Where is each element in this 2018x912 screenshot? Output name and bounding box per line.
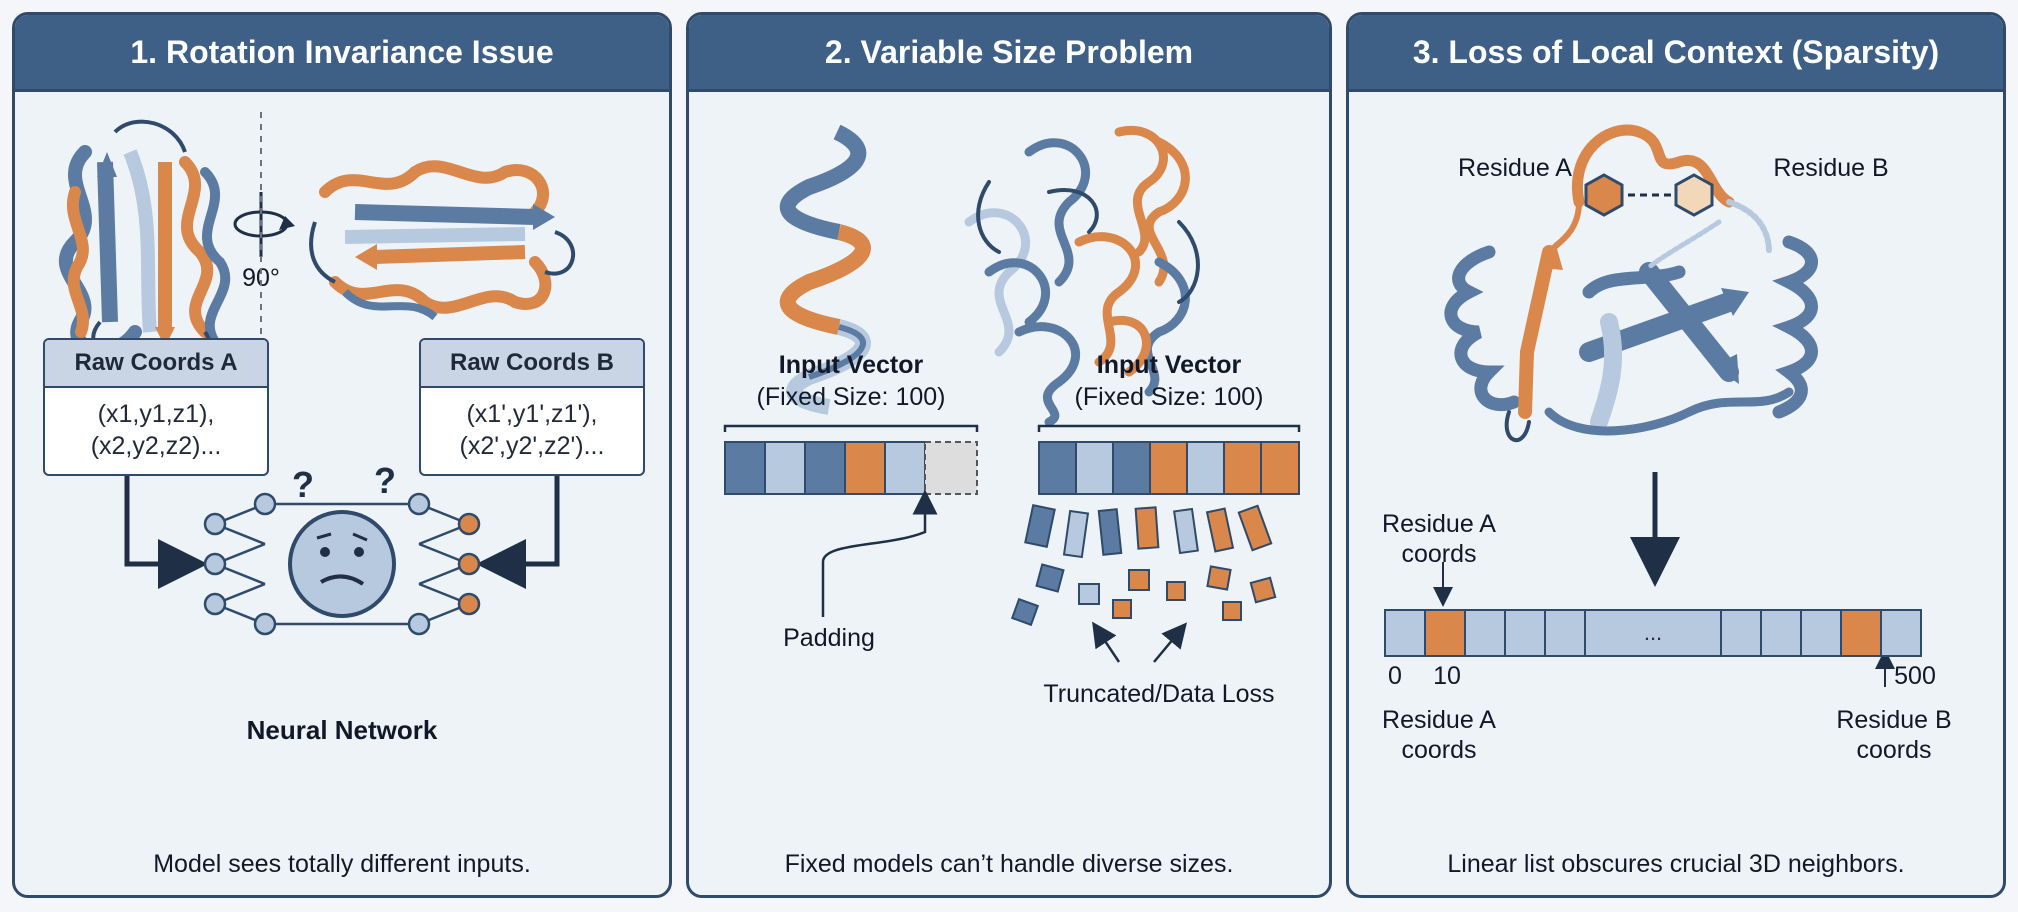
raw-coords-b-line1: (x1',y1',z1'), — [466, 400, 598, 428]
index-end: 500 — [1894, 662, 1936, 690]
list-ellipsis: ... — [1644, 620, 1662, 645]
bottom-left-line2: coords — [1401, 736, 1477, 764]
input-vector-left-title: Input Vector — [778, 351, 924, 379]
vector-cell — [804, 441, 846, 495]
question-mark-right: ? — [374, 460, 396, 501]
top-residue-a-coords-label: Residue A coords — [1369, 509, 1509, 569]
residue-a-hexagon — [1584, 173, 1624, 217]
bracket-right — [1037, 424, 1301, 432]
vector-cell — [844, 441, 886, 495]
list-cell — [1384, 609, 1426, 657]
arrow-a-to-network — [124, 464, 208, 589]
top-label-line2: coords — [1401, 540, 1477, 568]
neural-network-label: Neural Network — [246, 715, 438, 745]
residue-b-hexagon — [1674, 173, 1714, 217]
top-label-line1: Residue A — [1382, 510, 1496, 538]
bottom-residue-b-coords-label: Residue B coords — [1819, 705, 1969, 765]
list-cell — [1880, 609, 1922, 657]
panel-title: 3. Loss of Local Context (Sparsity) — [1349, 15, 2003, 92]
list-cell — [1720, 609, 1762, 657]
input-vector-left-subtitle: (Fixed Size: 100) — [756, 383, 946, 411]
index-start: 0 — [1388, 662, 1402, 690]
padding-cell — [924, 441, 978, 495]
index-residue-a: 10 — [1433, 662, 1461, 690]
panel-rotation-invariance: 1. Rotation Invariance Issue 90° — [12, 12, 672, 898]
panel-title: 1. Rotation Invariance Issue — [15, 15, 669, 92]
list-cell — [1760, 609, 1802, 657]
vector-cell — [1149, 441, 1188, 495]
residue-b-label: Residue B — [1773, 154, 1889, 182]
input-vector-right — [1038, 441, 1300, 495]
panel-caption: Linear list obscures crucial 3D neighbor… — [1447, 850, 1905, 878]
sparsity-diagram: ... — [1384, 124, 1922, 687]
list-cell — [1464, 609, 1506, 657]
vector-cell — [884, 441, 926, 495]
vector-cell — [1038, 441, 1077, 495]
variable-size-diagram — [723, 124, 1301, 663]
vector-cell — [1186, 441, 1225, 495]
panel-caption: Model sees totally different inputs. — [153, 850, 531, 878]
input-vector-right-subtitle: (Fixed Size: 100) — [1074, 383, 1264, 411]
arrow-b-to-network — [476, 464, 560, 589]
truncated-arrow-left — [1092, 621, 1121, 663]
panel-local-context: 3. Loss of Local Context (Sparsity) — [1346, 12, 2006, 898]
raw-coords-a-line2: (x2,y2,z2)... — [90, 432, 222, 460]
neural-network-icon — [203, 492, 481, 636]
panel-variable-size: 2. Variable Size Problem — [686, 12, 1332, 898]
large-protein-structure — [964, 126, 1200, 427]
panel-title: 2. Variable Size Problem — [689, 15, 1329, 92]
truncated-pieces — [1010, 503, 1277, 627]
bottom-right-line1: Residue B — [1836, 706, 1952, 734]
list-cell-residue-b — [1840, 609, 1882, 657]
raw-coords-a-box: Raw Coords A (x1,y1,z1), (x2,y2,z2)... — [43, 338, 269, 476]
folded-protein-structure — [1444, 124, 1818, 443]
list-cell — [1544, 609, 1586, 657]
small-protein-helix — [779, 124, 871, 415]
raw-coords-a-values: (x1,y1,z1), (x2,y2,z2)... — [45, 388, 267, 474]
padding-label: Padding — [783, 624, 875, 652]
raw-coords-b-title: Raw Coords B — [421, 340, 643, 388]
raw-coords-b-values: (x1',y1',z1'), (x2',y2',z2')... — [421, 388, 643, 474]
residue-a-label: Residue A — [1458, 154, 1572, 182]
bottom-right-line2: coords — [1856, 736, 1932, 764]
raw-coords-a-title: Raw Coords A — [45, 340, 267, 388]
confused-face-icon — [288, 510, 396, 618]
raw-coords-a-line1: (x1,y1,z1), — [97, 400, 215, 428]
list-cell-ellipsis — [1584, 609, 1722, 657]
raw-coords-b-box: Raw Coords B (x1',y1',z1'), (x2',y2',z2'… — [419, 338, 645, 476]
vector-cell — [1112, 441, 1151, 495]
rotation-icon — [233, 192, 295, 257]
padding-arrow — [821, 489, 938, 617]
linear-residue-list — [1384, 609, 1922, 657]
list-cell-residue-a — [1424, 609, 1466, 657]
truncated-arrow-right — [1153, 622, 1188, 663]
vector-cell — [764, 441, 806, 495]
raw-coords-b-line2: (x2',y2',z2')... — [459, 432, 605, 460]
protein-structure-original — [58, 119, 231, 365]
list-cell — [1800, 609, 1842, 657]
vector-cell — [724, 441, 766, 495]
panel-caption: Fixed models can’t handle diverse sizes. — [784, 850, 1234, 878]
vector-cell — [1223, 441, 1262, 495]
bottom-left-line1: Residue A — [1382, 706, 1496, 734]
bottom-residue-a-coords-label: Residue A coords — [1369, 705, 1509, 765]
list-cell — [1504, 609, 1546, 657]
input-vector-right-title: Input Vector — [1096, 351, 1242, 379]
protein-structure-rotated — [309, 160, 575, 321]
vector-cell — [1075, 441, 1114, 495]
bracket-left — [723, 424, 979, 432]
question-mark-left: ? — [292, 464, 314, 505]
input-vector-left — [724, 441, 978, 495]
rotation-diagram: 90° — [58, 112, 575, 636]
truncated-label: Truncated/Data Loss — [1043, 680, 1275, 708]
vector-cell — [1260, 441, 1300, 495]
